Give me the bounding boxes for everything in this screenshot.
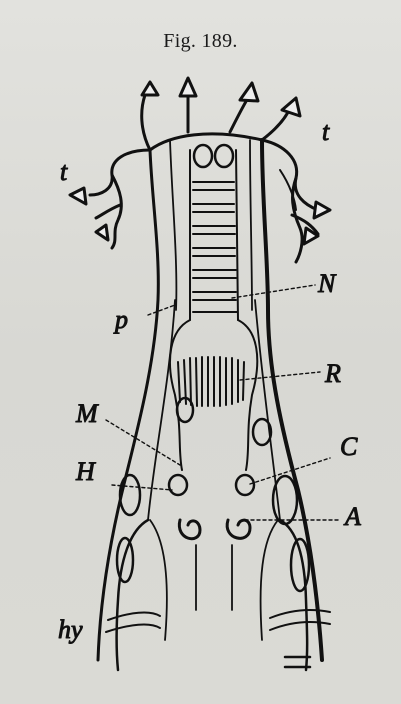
striated-column	[190, 150, 238, 320]
label-hy: hy	[58, 615, 83, 644]
label-r: R	[324, 359, 341, 388]
label-h: H	[75, 457, 96, 486]
leader-lines	[106, 285, 340, 520]
mouth-ovals	[194, 145, 233, 167]
radiate-bulb	[170, 320, 257, 470]
anal-openings	[179, 520, 250, 610]
lower-canals	[106, 520, 330, 670]
label-t-left: t	[60, 157, 68, 186]
label-m: M	[75, 399, 99, 428]
label-n: N	[317, 269, 337, 298]
label-t-right: t	[322, 117, 330, 146]
label-p: p	[113, 305, 128, 334]
label-c: C	[340, 432, 358, 461]
body-outline	[98, 140, 322, 660]
label-a: A	[343, 502, 361, 531]
lateral-pores	[120, 398, 297, 524]
